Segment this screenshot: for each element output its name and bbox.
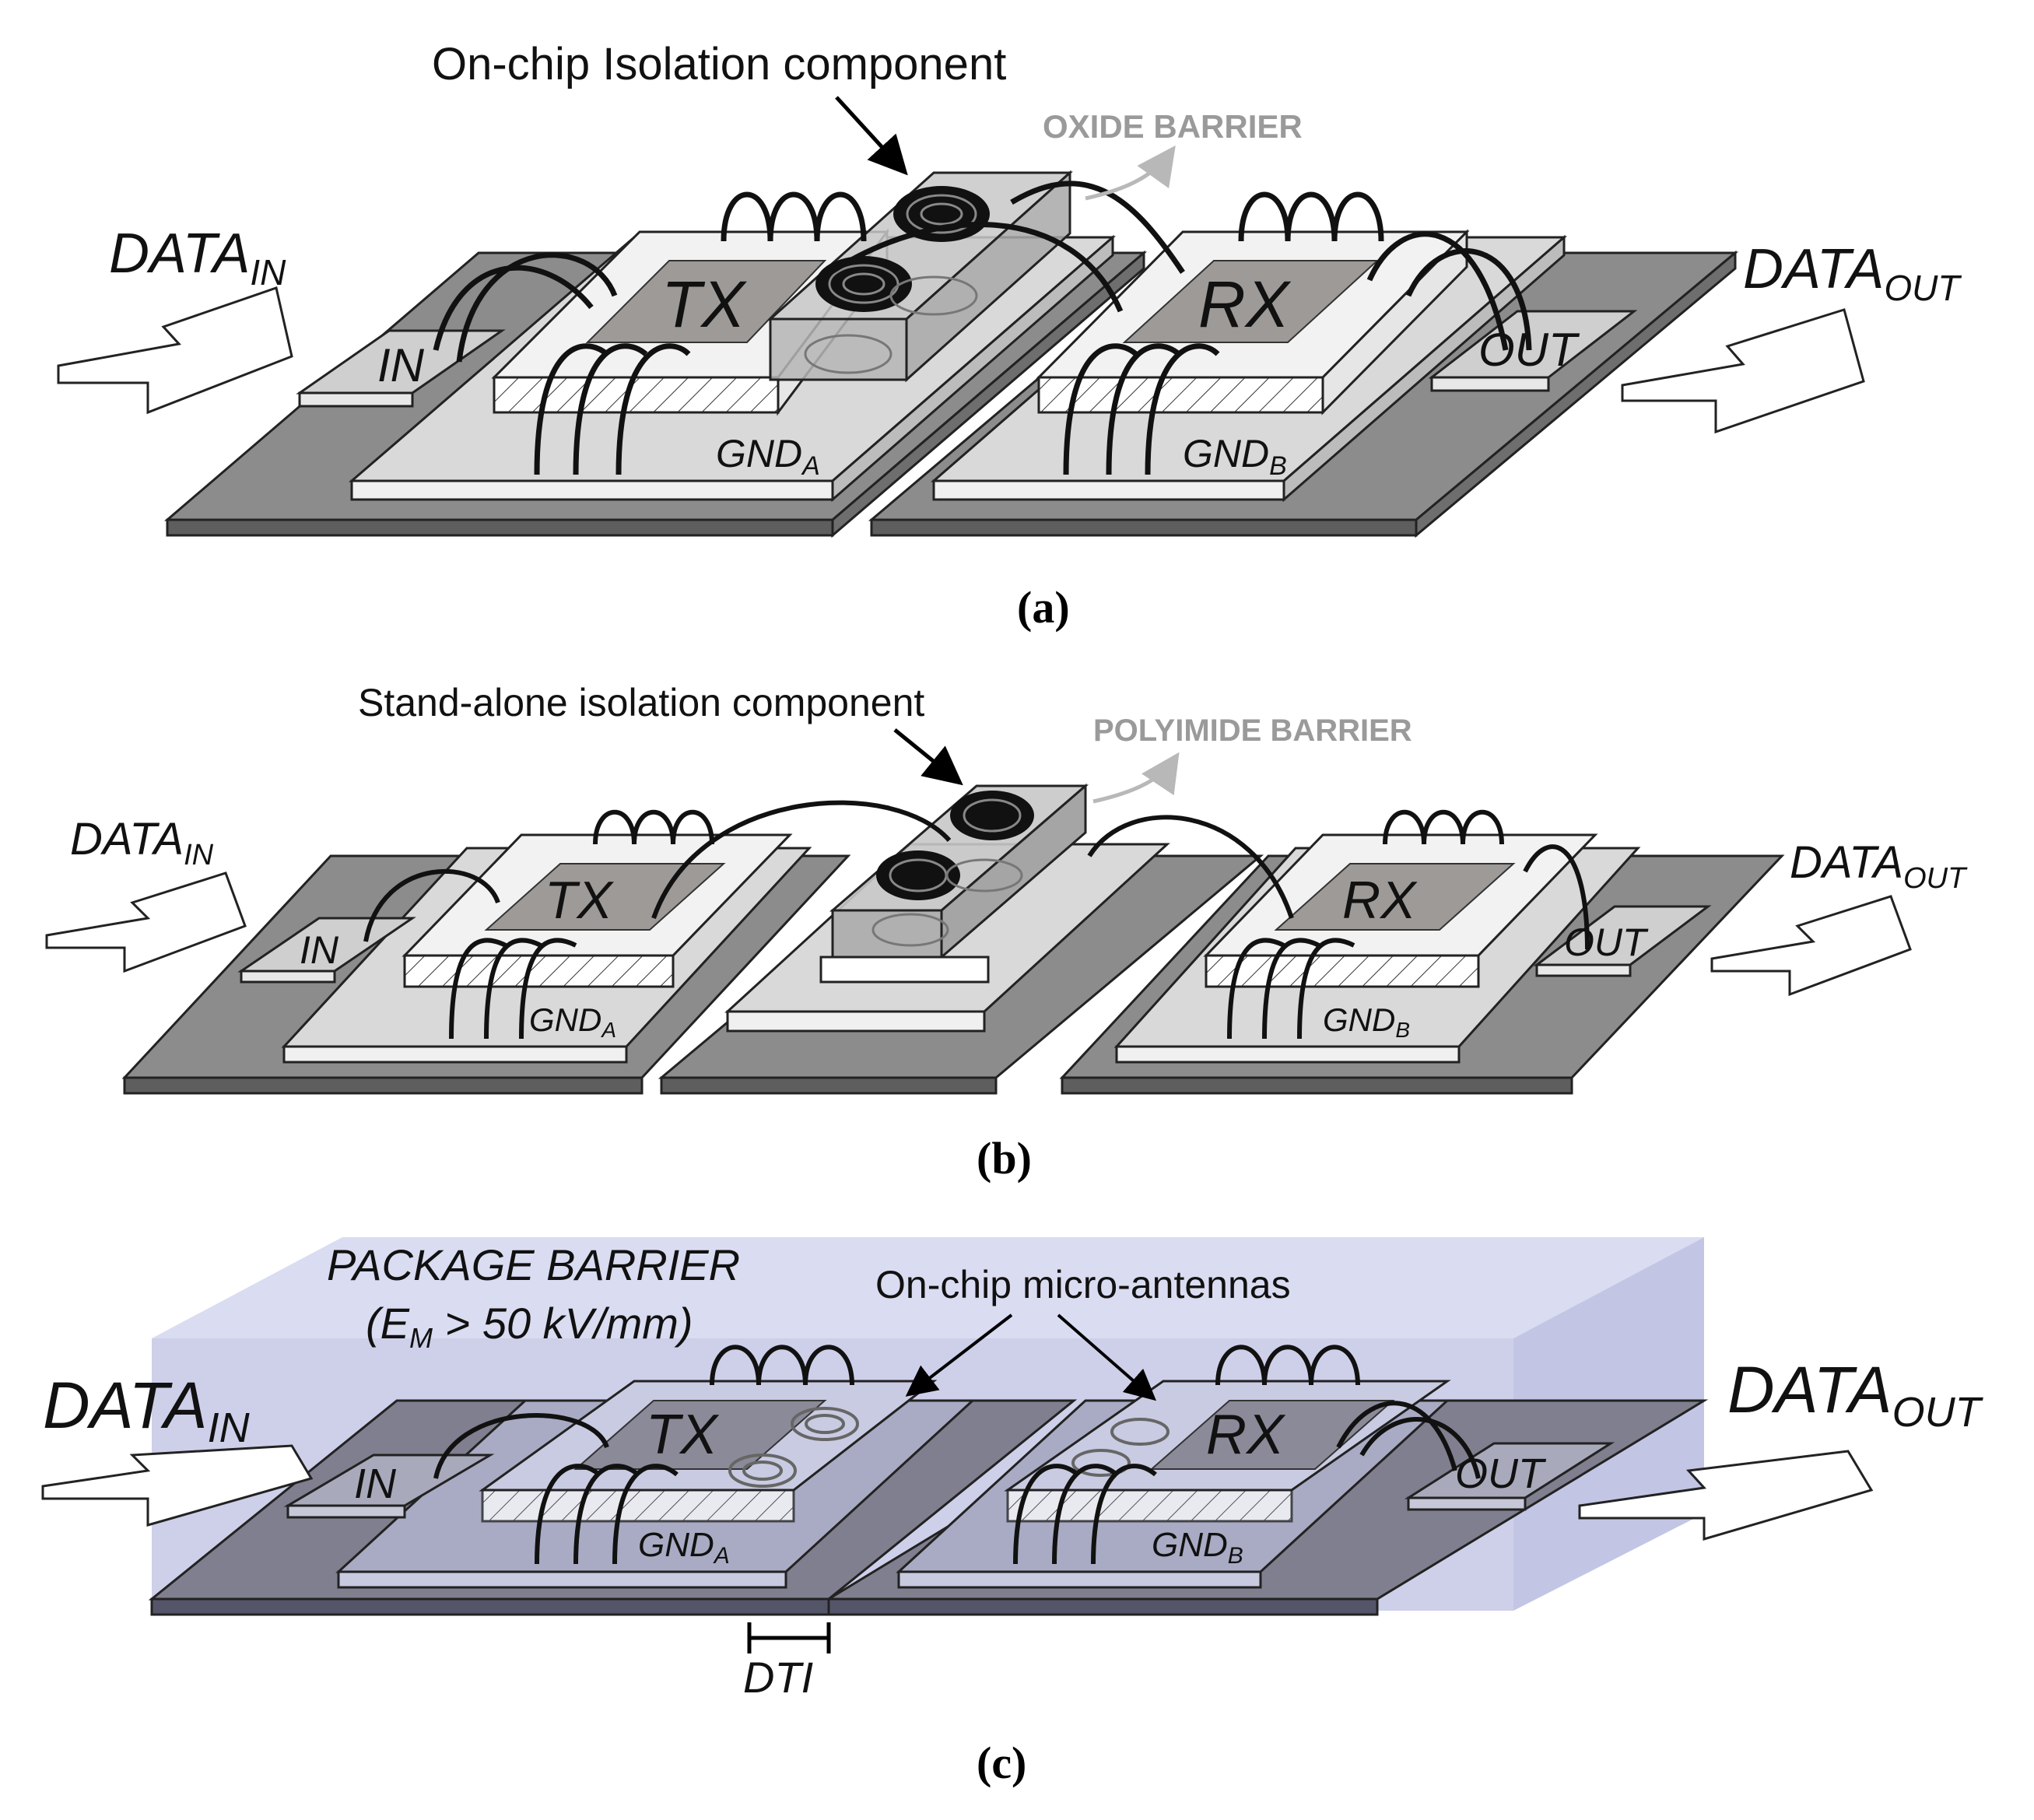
callout-arrow xyxy=(835,96,908,176)
dti-label: DTI xyxy=(743,1653,813,1702)
package-barrier-spec: (EM > 50 kV/mm) xyxy=(366,1299,693,1354)
tx-label: TX xyxy=(661,268,747,341)
out-pad-a xyxy=(1428,310,1638,392)
micro-antenna-icon xyxy=(728,1407,1170,1488)
gnd-a-label: GNDA xyxy=(638,1526,730,1569)
oxide-barrier-label: OXIDE BARRIER xyxy=(1043,108,1303,145)
callout-arrow-tx xyxy=(905,1313,1013,1397)
out-pad-c xyxy=(1404,1442,1615,1511)
package-barrier-label: PACKAGE BARRIER xyxy=(327,1240,740,1289)
bond-wires-b xyxy=(363,800,1590,1040)
panel-b: IN OUT TX RX GNDA GNDB xyxy=(45,681,1968,1184)
in-pad-a xyxy=(296,329,506,408)
polyimide-barrier-label: POLYIMIDE BARRIER xyxy=(1093,714,1412,748)
data-out-label: DATAOUT xyxy=(1790,837,1968,895)
panel-c: IN OUT TX RX GNDA GNDB xyxy=(41,1237,1984,1788)
data-out-arrow xyxy=(1578,1450,1874,1541)
callout-standalone-isolation: Stand-alone isolation component xyxy=(358,681,924,724)
tx-label: TX xyxy=(646,1404,720,1466)
rx-label: RX xyxy=(1206,1404,1286,1466)
panel-a: IN OUT TX RX GNDA GNDB xyxy=(57,39,1962,633)
out-pad-b xyxy=(1533,905,1712,977)
bond-wires-a xyxy=(433,181,1532,475)
tx-label: TX xyxy=(545,871,615,930)
data-in-label: DATAIN xyxy=(70,814,214,871)
rx-core-b xyxy=(1274,863,1516,931)
caption-b: (b) xyxy=(977,1133,1032,1184)
rx-core-c xyxy=(1149,1400,1395,1470)
caption-a: (a) xyxy=(1017,582,1070,633)
gnd-a-label: GNDA xyxy=(529,1001,616,1042)
callout-arrow-rx xyxy=(1057,1313,1157,1401)
gnd-b-label: GNDB xyxy=(1183,432,1287,481)
gnd-b-label: GNDB xyxy=(1323,1001,1410,1042)
data-out-arrow xyxy=(1710,895,1912,997)
gnd-b-label: GNDB xyxy=(1152,1526,1243,1569)
coil-icon xyxy=(871,791,1034,947)
tx-core-b xyxy=(484,863,726,931)
caption-c: (c) xyxy=(977,1738,1026,1788)
data-out-label: DATAOUT xyxy=(1727,1353,1984,1436)
out-pad-label: OUT xyxy=(1564,921,1649,964)
in-pad-label: IN xyxy=(354,1461,397,1507)
data-in-label: DATAIN xyxy=(43,1369,251,1451)
data-in-arrow xyxy=(57,286,293,415)
callout-micro-antennas: On-chip micro-antennas xyxy=(875,1263,1291,1306)
gnd-a-label: GNDA xyxy=(716,432,820,481)
data-in-arrow xyxy=(41,1444,314,1527)
data-in-label: DATAIN xyxy=(109,223,286,293)
bond-wires-c xyxy=(433,1345,1481,1565)
callout-arrow xyxy=(893,728,963,786)
coil-icon xyxy=(804,186,990,374)
data-in-arrow xyxy=(45,871,247,973)
barrier-arrow xyxy=(1092,752,1180,804)
data-out-arrow xyxy=(1621,308,1865,434)
rx-label: RX xyxy=(1198,268,1292,341)
dti-bracket xyxy=(747,1622,831,1653)
callout-onchip-isolation: On-chip Isolation component xyxy=(432,39,1006,89)
tx-core-c xyxy=(573,1400,827,1470)
data-out-label: DATAOUT xyxy=(1743,238,1962,308)
barrier-arrow xyxy=(1085,145,1176,201)
in-pad-label: IN xyxy=(300,928,339,972)
tx-core-a xyxy=(585,260,827,343)
in-pad-label: IN xyxy=(377,339,425,391)
rx-label: RX xyxy=(1342,871,1418,930)
